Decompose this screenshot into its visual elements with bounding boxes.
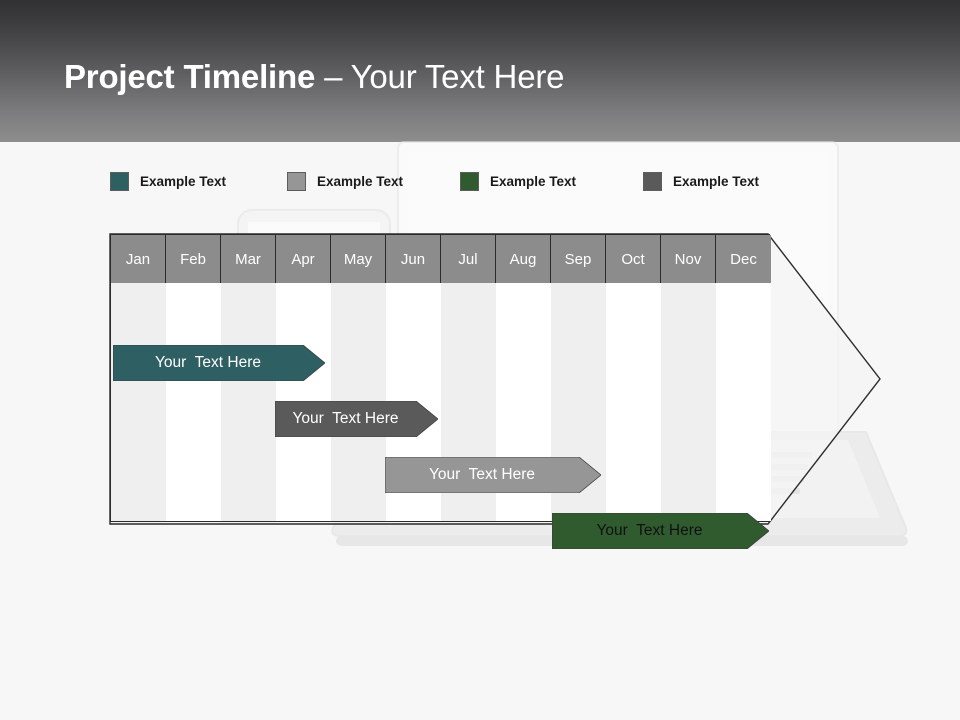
month-header-cell[interactable]: Feb — [166, 235, 221, 283]
month-header-cell[interactable]: Jun — [386, 235, 441, 283]
month-header-cell[interactable]: Sep — [551, 235, 606, 283]
month-header-cell[interactable]: Oct — [606, 235, 661, 283]
month-header-cell[interactable]: Dec — [716, 235, 771, 283]
timeline-column — [606, 283, 661, 521]
legend-item[interactable]: Example Text — [643, 168, 759, 194]
timeline-column — [111, 283, 166, 521]
task-arrow-label: Your Text Here — [292, 410, 399, 427]
task-arrow-bar[interactable]: Your Text Here — [113, 345, 325, 381]
legend: Example Text Example Text Example Text E… — [110, 168, 810, 194]
month-header-cell[interactable]: Jul — [441, 235, 496, 283]
task-arrow-bar[interactable]: Your Text Here — [275, 401, 438, 437]
timeline-column — [716, 283, 771, 521]
legend-item[interactable]: Example Text — [287, 168, 403, 194]
task-arrow-bar[interactable]: Your Text Here — [552, 513, 769, 549]
legend-item-label: Example Text — [317, 173, 404, 189]
month-header-cell[interactable]: May — [331, 235, 386, 283]
month-header-cell[interactable]: Jan — [111, 235, 166, 283]
legend-swatch-icon — [287, 171, 306, 191]
task-arrow-label: Your Text Here — [155, 354, 261, 371]
month-header-cell[interactable]: Aug — [496, 235, 551, 283]
task-arrow-bar[interactable]: Your Text Here — [385, 457, 601, 493]
page-title: Project Timeline – Your Text Here — [64, 58, 564, 96]
month-header-cell[interactable]: Nov — [661, 235, 716, 283]
task-arrow-label: Your Text Here — [596, 522, 703, 539]
legend-item-label: Example Text — [490, 173, 577, 189]
legend-item[interactable]: Example Text — [110, 168, 226, 194]
legend-swatch-icon — [110, 171, 129, 191]
timeline-column — [661, 283, 716, 521]
month-header-cell[interactable]: Apr — [276, 235, 331, 283]
legend-swatch-icon — [460, 171, 479, 191]
task-arrow-label: Your Text Here — [429, 466, 535, 483]
legend-item[interactable]: Example Text — [460, 168, 576, 194]
timeline-column — [166, 283, 221, 521]
page-title-strong: Project Timeline — [64, 58, 316, 95]
legend-item-label: Example Text — [673, 173, 760, 189]
timeline-column — [221, 283, 276, 521]
month-header-cell[interactable]: Mar — [221, 235, 276, 283]
page-title-rest: – Your Text Here — [315, 58, 565, 95]
legend-swatch-icon — [643, 171, 662, 191]
legend-item-label: Example Text — [140, 173, 227, 189]
header-banner — [0, 0, 960, 142]
